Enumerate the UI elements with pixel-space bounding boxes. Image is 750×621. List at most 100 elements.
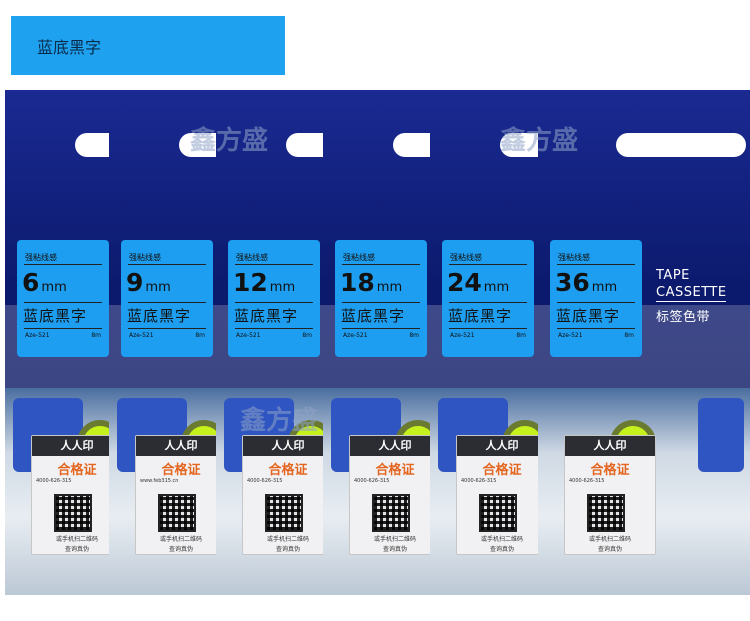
adhesive-text: 强粘线感 — [558, 253, 590, 262]
tape-length: 8m — [91, 332, 101, 339]
cert-verify: 查询真伪 — [64, 546, 89, 553]
header-banner: 蓝底黑字 — [11, 16, 285, 75]
model-code: Aze-521 — [450, 332, 475, 339]
hang-hole — [616, 133, 746, 157]
width-unit: mm — [483, 280, 510, 295]
side-label-tape: TAPE — [656, 268, 690, 283]
cert-verify: 查询真伪 — [275, 546, 300, 553]
width-value: 36 — [555, 268, 590, 297]
cert-brand: 人人印 — [32, 436, 109, 456]
tape-length: 8m — [302, 332, 312, 339]
model-code: Aze-521 — [236, 332, 261, 339]
cert-verify: 查询真伪 — [597, 546, 622, 553]
width-unit: mm — [591, 280, 618, 295]
certificate-sticker: 人人印 合格证 4000-626-315 或手机扫二维码 查询真伪 — [564, 435, 656, 555]
certificate-sticker: 人人印 合格证 4000-626-315 或手机扫二维码 查询真伪 — [456, 435, 538, 555]
rule — [557, 302, 635, 303]
rule — [128, 264, 206, 265]
certificate-sticker: 人人印 合格证 4000-626-315 或手机扫二维码 查询真伪 — [31, 435, 109, 555]
cert-site: www.feb315.cn — [140, 478, 179, 484]
cert-scan: 或手机扫二维码 — [480, 536, 523, 543]
width-unit: mm — [376, 280, 403, 295]
watermark: 鑫方盛 — [190, 126, 269, 156]
rule — [342, 302, 420, 303]
cert-brand: 人人印 — [136, 436, 216, 456]
width-value: 9 — [126, 268, 144, 297]
cert-scan: 或手机扫二维码 — [266, 536, 309, 543]
adhesive-text: 强粘线感 — [25, 253, 57, 262]
width-unit: mm — [41, 280, 67, 295]
watermark: 鑫方盛 — [500, 126, 579, 156]
cert-brand: 人人印 — [243, 436, 323, 456]
rule — [449, 264, 527, 265]
hang-hole — [286, 133, 323, 157]
cert-scan: 或手机扫二维码 — [588, 536, 631, 543]
cert-title: 合格证 — [268, 463, 308, 478]
adhesive-text: 强粘线感 — [129, 253, 161, 262]
cert-title: 合格证 — [482, 463, 522, 478]
qr-code-icon — [479, 494, 517, 532]
rule — [342, 328, 420, 329]
hang-hole — [393, 133, 430, 157]
width-unit: mm — [145, 280, 171, 295]
tape-length: 8m — [624, 332, 634, 339]
cert-verify: 查询真伪 — [382, 546, 407, 553]
adhesive-text: 强粘线感 — [236, 253, 268, 262]
adhesive-text: 强粘线感 — [343, 253, 375, 262]
color-name: 蓝底黑字 — [234, 307, 299, 325]
qr-code-icon — [372, 494, 410, 532]
rule — [449, 302, 527, 303]
rule — [342, 264, 420, 265]
tape-length: 8m — [516, 332, 526, 339]
cert-phone: 4000-626-315 — [354, 478, 390, 484]
adhesive-text: 强粘线感 — [450, 253, 482, 262]
rule — [24, 302, 102, 303]
rule — [557, 328, 635, 329]
certificate-sticker: 人人印 合格证 4000-626-315 或手机扫二维码 查询真伪 — [349, 435, 430, 555]
rule — [235, 328, 313, 329]
color-name: 蓝底黑字 — [556, 307, 621, 325]
watermark: 鑫方盛 — [240, 406, 319, 436]
cert-phone: 4000-626-315 — [247, 478, 283, 484]
width-value: 24 — [447, 268, 482, 297]
cert-title: 合格证 — [57, 463, 97, 478]
hang-hole — [500, 133, 538, 157]
cert-phone: 4000-626-315 — [36, 478, 72, 484]
color-name: 蓝底黑字 — [448, 307, 513, 325]
model-code: Aze-521 — [343, 332, 368, 339]
cert-title: 合格证 — [375, 463, 415, 478]
cert-scan: 或手机扫二维码 — [55, 536, 98, 543]
qr-code-icon — [587, 494, 625, 532]
rule — [128, 328, 206, 329]
width-value: 18 — [340, 268, 375, 297]
cert-title: 合格证 — [161, 463, 201, 478]
tape-length: 8m — [195, 332, 205, 339]
rule — [24, 264, 102, 265]
cert-scan: 或手机扫二维码 — [159, 536, 202, 543]
rule — [449, 328, 527, 329]
width-value: 12 — [233, 268, 268, 297]
cert-phone: 4000-626-315 — [569, 478, 605, 484]
tape-roll — [698, 398, 744, 472]
cert-brand: 人人印 — [565, 436, 655, 456]
side-label-rule — [656, 301, 726, 302]
side-label-cassette: CASSETTE — [656, 285, 727, 300]
model-code: Aze-521 — [25, 332, 50, 339]
rule — [24, 328, 102, 329]
rule — [128, 302, 206, 303]
